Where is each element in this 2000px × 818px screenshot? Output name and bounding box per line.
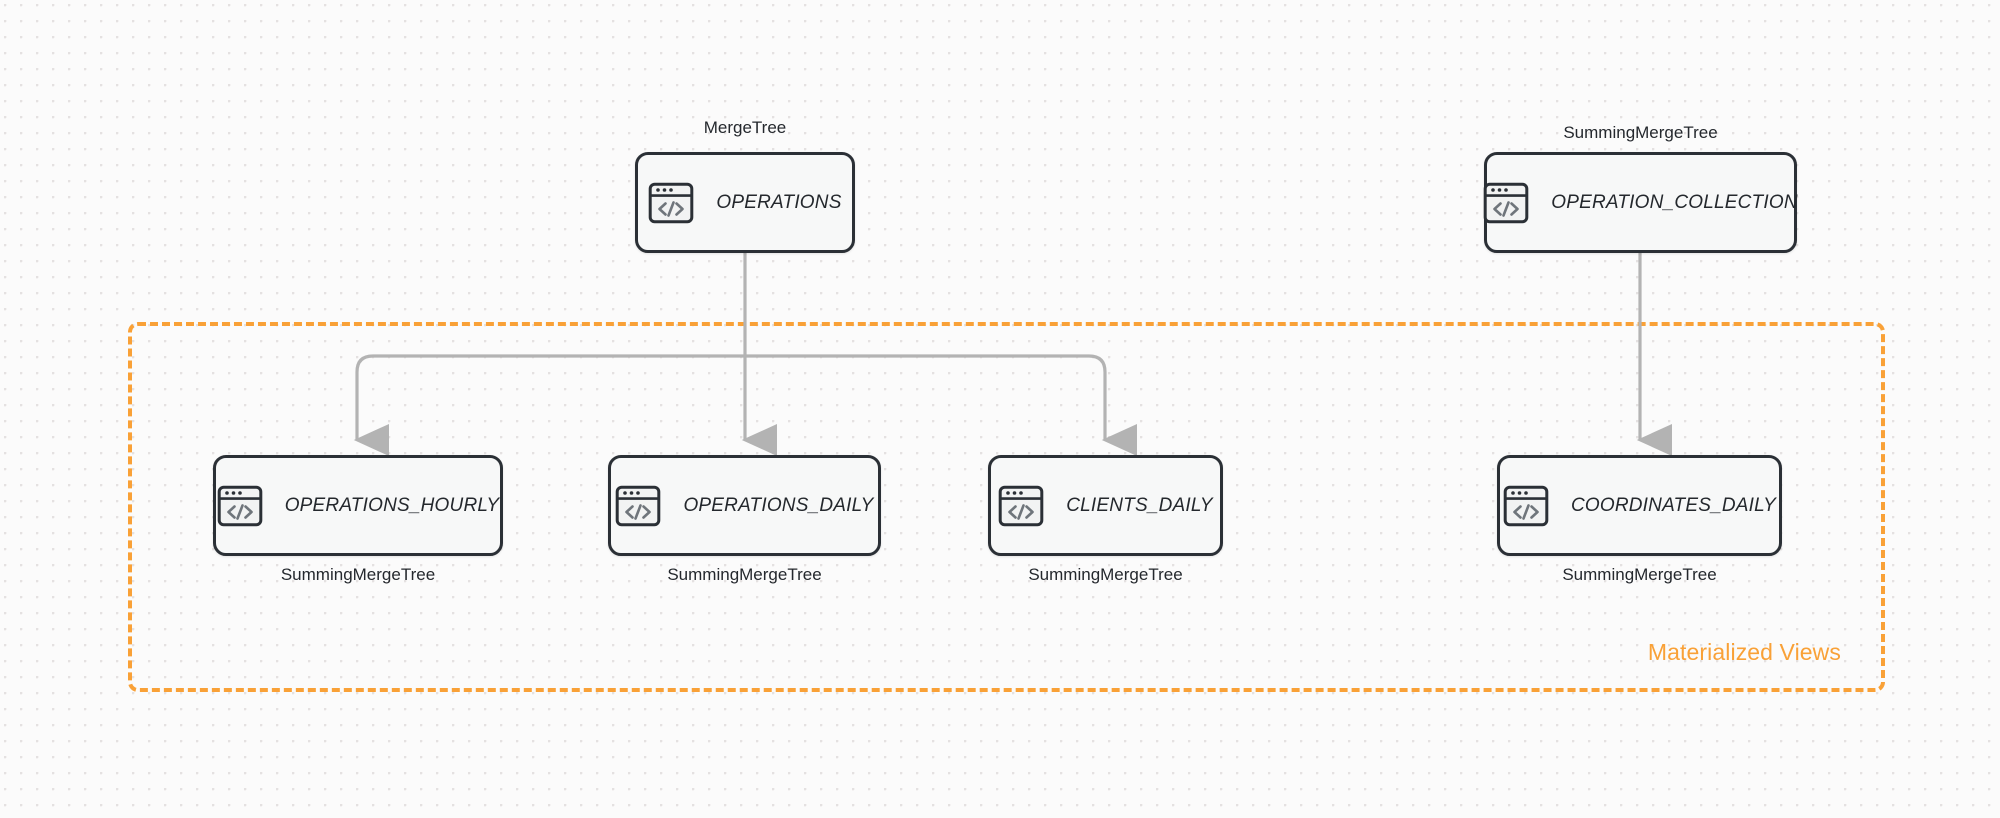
engine-label-coordinates-daily: SummingMergeTree [1562, 565, 1717, 584]
code-window-icon [616, 485, 661, 526]
node-clients-daily[interactable]: CLIENTS_DAILY [988, 455, 1223, 556]
code-window-icon [998, 485, 1044, 526]
node-operations[interactable]: OPERATIONS [635, 152, 855, 253]
code-window-icon [1503, 485, 1549, 526]
engine-label-operation-collection: SummingMergeTree [1563, 123, 1718, 142]
engine-label-operations-daily: SummingMergeTree [667, 565, 822, 584]
materialized-views-region: Materialized Views [128, 322, 1885, 692]
node-operations-daily[interactable]: OPERATIONS_DAILY [608, 455, 881, 556]
code-window-icon [649, 182, 694, 223]
node-label-operation-collection: OPERATION_COLLECTION [1551, 191, 1798, 213]
engine-label-operations-hourly: SummingMergeTree [280, 565, 436, 584]
node-label-operations: OPERATIONS [716, 191, 842, 213]
code-window-icon [1483, 182, 1529, 223]
code-window-icon [217, 485, 263, 526]
materialized-views-label: Materialized Views [1647, 639, 1841, 665]
node-label-operations-hourly: OPERATIONS_HOURLY [284, 494, 500, 516]
node-label-coordinates-daily: COORDINATES_DAILY [1570, 494, 1777, 516]
engine-label-operations: MergeTree [703, 118, 787, 137]
node-operations-hourly[interactable]: OPERATIONS_HOURLY [213, 455, 503, 556]
node-label-operations-daily: OPERATIONS_DAILY [683, 494, 874, 516]
node-coordinates-daily[interactable]: COORDINATES_DAILY [1497, 455, 1782, 556]
node-label-clients-daily: CLIENTS_DAILY [1066, 494, 1213, 516]
engine-label-clients-daily: SummingMergeTree [1028, 565, 1183, 584]
node-operation-collection[interactable]: OPERATION_COLLECTION [1483, 152, 1798, 253]
